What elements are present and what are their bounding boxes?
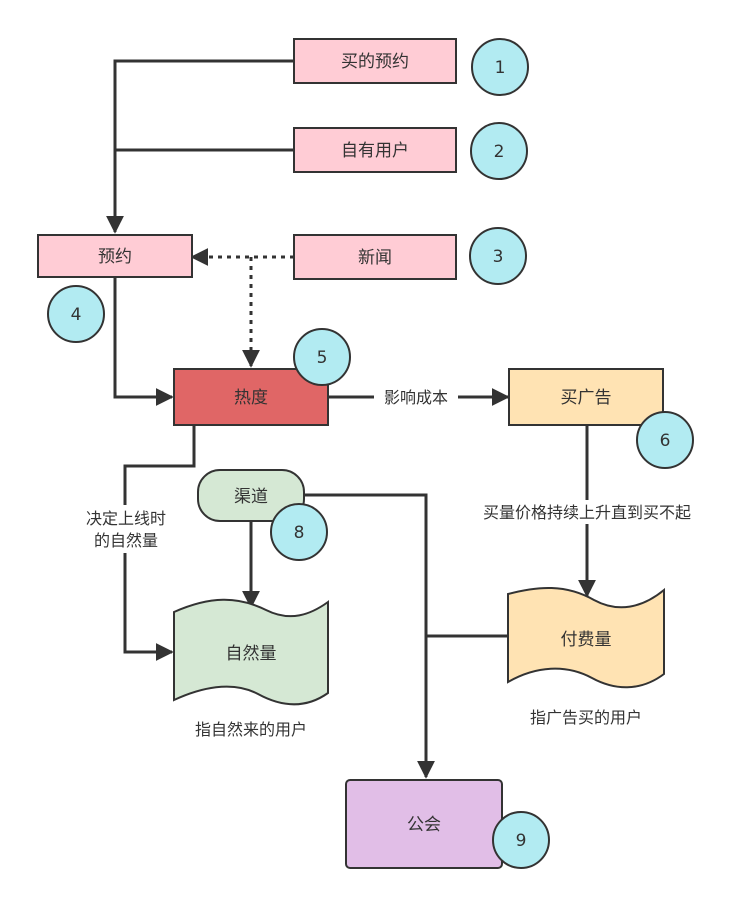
edge-reservation-to-heat [113, 278, 174, 406]
badge-6-label: 6 [660, 431, 671, 451]
badge-9-label: 9 [516, 831, 527, 851]
edge-heat-to-natural [123, 426, 196, 661]
node-paid: 付费量 [507, 587, 665, 689]
node-natural: 自然量 [173, 598, 329, 706]
badge-1: 1 [471, 38, 529, 96]
edge-buy-reservation-to-reservation [106, 59, 294, 234]
edge-label-bg-ads-to-paid [452, 500, 722, 524]
badge-9: 9 [492, 811, 550, 869]
node-natural-label: 自然量 [226, 644, 277, 664]
badge-4-label: 4 [71, 305, 82, 325]
node-news-label: 新闻 [358, 248, 392, 268]
badge-2: 2 [470, 122, 528, 180]
note-paid: 指广告买的用户 [530, 708, 642, 727]
node-own-users: 自有用户 [293, 127, 457, 173]
badge-3-label: 3 [493, 247, 504, 267]
edge-label-heat-to-ads: 影响成本 [384, 388, 448, 407]
node-own-users-label: 自有用户 [341, 141, 409, 161]
badge-8-label: 8 [294, 523, 305, 543]
badge-5: 5 [293, 328, 351, 386]
edge-label-bg-decide [72, 505, 182, 553]
badge-4: 4 [47, 285, 105, 343]
node-reservation-label: 预约 [98, 247, 132, 267]
node-channel: 渠道 [197, 469, 305, 522]
node-buy-ads: 买广告 [508, 368, 664, 426]
node-guild-label: 公会 [407, 815, 441, 835]
badge-2-label: 2 [494, 142, 505, 162]
edge-label-decide-line2: 的自然量 [94, 531, 158, 550]
badge-6: 6 [636, 411, 694, 469]
badge-3: 3 [469, 227, 527, 285]
badge-1-label: 1 [495, 58, 506, 78]
node-heat-label: 热度 [234, 388, 268, 408]
node-guild: 公会 [345, 779, 503, 869]
node-heat: 热度 [173, 368, 329, 426]
node-buy-reservation-label: 买的预约 [341, 52, 409, 72]
note-natural: 指自然来的用户 [195, 720, 307, 739]
edge-channel-to-guild [304, 493, 435, 779]
node-buy-ads-label: 买广告 [561, 388, 612, 408]
badge-8: 8 [270, 503, 328, 561]
edge-label-bg-heat-to-ads [374, 386, 458, 408]
node-paid-label: 付费量 [561, 630, 612, 650]
node-channel-label: 渠道 [234, 487, 268, 507]
edge-label-ads-to-paid: 买量价格持续上升直到买不起 [483, 503, 691, 522]
node-reservation: 预约 [37, 234, 193, 278]
node-news: 新闻 [293, 234, 457, 280]
edge-label-decide-line1: 决定上线时 [86, 509, 166, 528]
node-buy-reservation: 买的预约 [293, 38, 457, 84]
badge-5-label: 5 [317, 348, 328, 368]
